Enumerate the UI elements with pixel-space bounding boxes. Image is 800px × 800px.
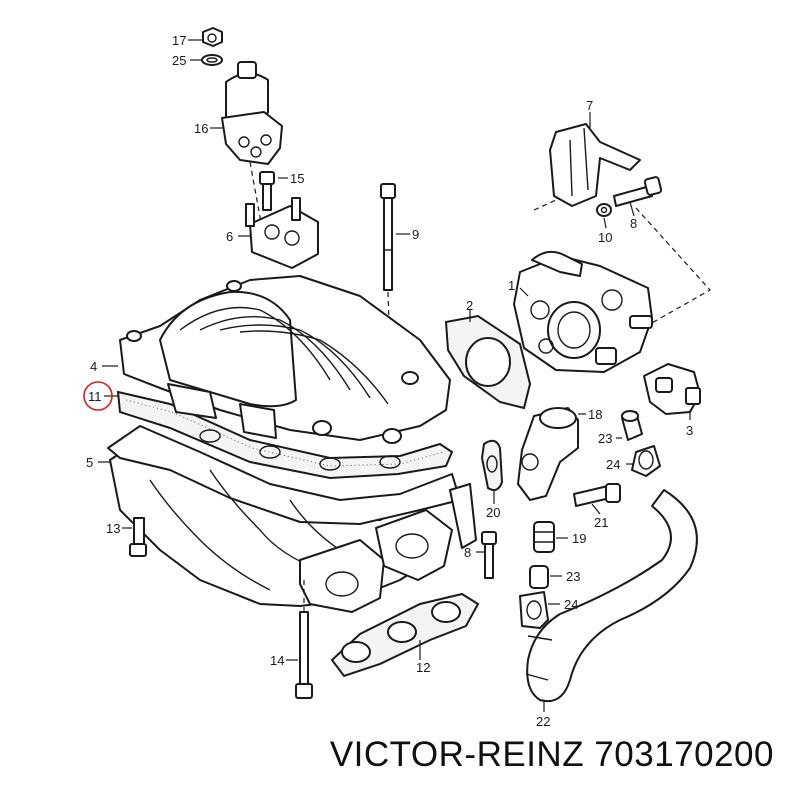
- part-4-upper-plenum: [119, 275, 451, 444]
- callout-20: 20: [486, 505, 500, 520]
- callout-15: 15: [290, 171, 304, 186]
- callout-7: 7: [586, 98, 593, 113]
- part-9-long-bolt: [380, 183, 396, 411]
- part-23-plug-lower: [529, 565, 549, 589]
- part-22-hose: [525, 489, 698, 702]
- callout-19: 19: [572, 531, 586, 546]
- callout-6: 6: [226, 229, 233, 244]
- callout-13: 13: [106, 521, 120, 536]
- part-8-bolt-upper: [613, 176, 663, 207]
- callout-24-lower: 24: [564, 597, 578, 612]
- callout-8-lower: 8: [464, 545, 471, 560]
- part-13-bolt: [129, 517, 147, 557]
- callout-5: 5: [86, 455, 93, 470]
- callout-18: 18: [588, 407, 602, 422]
- part-19-fitting: [533, 521, 555, 553]
- part-6-flange: [245, 197, 319, 269]
- callout-16: 16: [194, 121, 208, 136]
- callout-23-lower: 23: [566, 569, 580, 584]
- part-20-gasket: [480, 439, 504, 491]
- part-16-valve: [221, 61, 283, 251]
- callout-11: 11: [88, 389, 102, 404]
- part-8-stud-lower: [481, 531, 497, 579]
- callout-4: 4: [90, 359, 97, 374]
- callout-3: 3: [686, 423, 693, 438]
- part-12-gasket: [330, 592, 480, 678]
- callout-21: 21: [594, 515, 608, 530]
- callout-22: 22: [536, 714, 550, 729]
- callout-8-upper: 8: [630, 216, 637, 231]
- callout-24-upper: 24: [606, 457, 620, 472]
- part-25-seal-ring: [201, 54, 223, 66]
- part-14-long-bolt: [295, 580, 313, 699]
- part-1-throttle-body: [513, 250, 653, 373]
- callout-9: 9: [412, 227, 419, 242]
- callout-12: 12: [416, 660, 430, 675]
- part-3-sensor: [643, 363, 701, 415]
- part-number-caption: VICTOR-REINZ 703170200: [329, 735, 774, 774]
- callout-labels: 17 25 16 15 6 9 7 10 8 1 2 3 4 11 5 13 1…: [86, 33, 693, 729]
- part-24-nut-upper: [631, 445, 661, 477]
- part-18-valve: [517, 407, 579, 501]
- part-21-bolt: [573, 483, 621, 507]
- part-11-gasket: [116, 390, 454, 480]
- callout-14: 14: [270, 653, 284, 668]
- part-2-gasket: [444, 314, 532, 410]
- leader-lines: [98, 39, 691, 712]
- part-5-intake-manifold: [107, 425, 477, 613]
- callout-17: 17: [172, 33, 186, 48]
- part-7-bracket: [549, 123, 641, 207]
- highlight-circle-11: [83, 381, 113, 411]
- callout-25: 25: [172, 53, 186, 68]
- part-17-nut: [202, 27, 223, 47]
- part-24-nut-lower: [519, 591, 549, 629]
- part-15-bolt: [259, 171, 275, 211]
- part-23-plug-upper: [621, 410, 643, 441]
- part-10-washer: [596, 203, 612, 217]
- callout-23-upper: 23: [598, 431, 612, 446]
- callout-2: 2: [466, 298, 473, 313]
- callout-10: 10: [598, 230, 612, 245]
- callout-1: 1: [508, 278, 515, 293]
